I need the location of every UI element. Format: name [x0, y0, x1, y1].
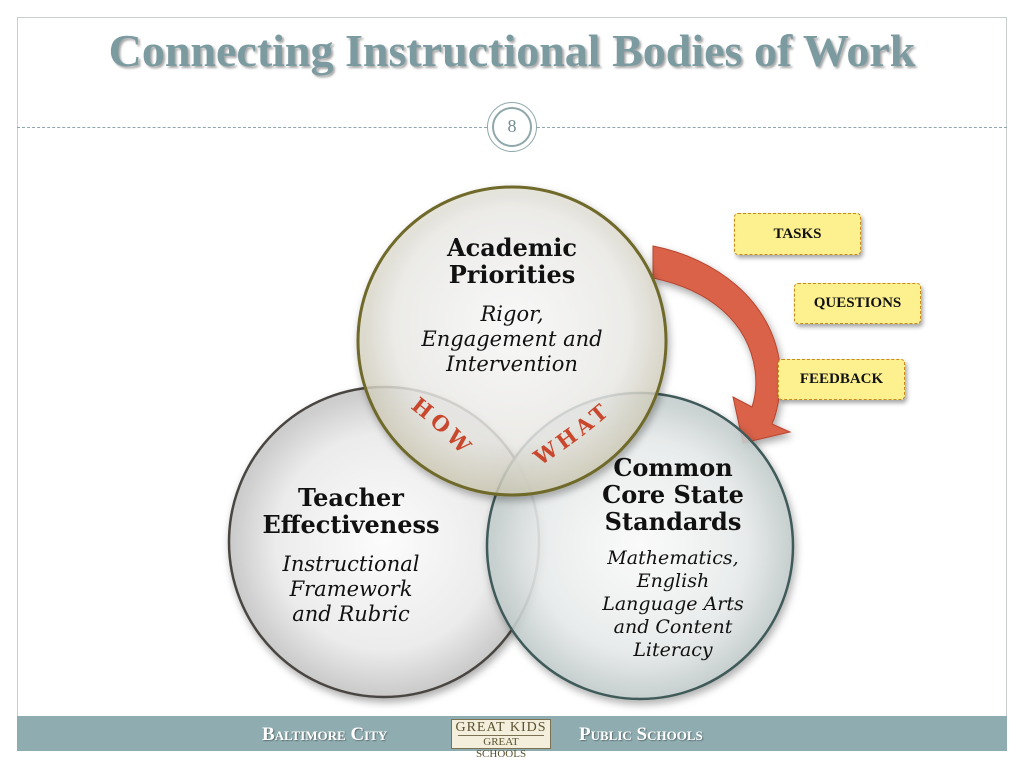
- logo-line-2: GREAT SCHOOLS: [458, 735, 544, 760]
- academic-sub-2: Engagement and: [421, 327, 603, 351]
- great-kids-logo: GREAT KIDS GREAT SCHOOLS: [451, 719, 551, 760]
- ccss-sub-5: Literacy: [633, 639, 713, 661]
- footer-bar: Baltimore City GREAT KIDS GREAT SCHOOLS …: [17, 716, 1007, 760]
- ccss-heading-2: Core State: [602, 480, 744, 509]
- page-number-badge: 8: [487, 102, 537, 152]
- title-divider-right: [537, 127, 1007, 128]
- feedback-tag: FEEDBACK: [778, 359, 905, 400]
- slide-title: Connecting Instructional Bodies of Work: [108, 25, 916, 76]
- footer-left-text: Baltimore City: [262, 724, 388, 745]
- ccss-sub-1: Mathematics,: [607, 547, 739, 569]
- academic-heading-1: Academic: [447, 233, 577, 262]
- footer-right-text: Public Schools: [579, 724, 703, 745]
- cycle-arrow: [652, 245, 792, 444]
- academic-sub-3: Intervention: [446, 352, 578, 376]
- teacher-sub-1: Instructional: [282, 552, 420, 576]
- questions-tag: QUESTIONS: [794, 283, 921, 324]
- teacher-sub-2: Framework: [289, 577, 413, 601]
- academic-sub-1: Rigor,: [480, 302, 544, 326]
- ccss-heading-3: Standards: [604, 507, 742, 536]
- academic-circle: [356, 185, 668, 497]
- page-number: 8: [492, 107, 532, 147]
- teacher-sub-3: and Rubric: [292, 602, 410, 626]
- ccss-heading-1: Common: [613, 453, 733, 482]
- ccss-sub-4: and Content: [613, 616, 733, 638]
- logo-line-1: GREAT KIDS: [455, 720, 547, 735]
- tasks-tag: TASKS: [734, 213, 861, 255]
- title-divider-left: [17, 127, 487, 128]
- academic-heading-2: Priorities: [448, 260, 576, 289]
- teacher-heading-1: Teacher: [298, 483, 404, 512]
- ccss-sub-3: Language Arts: [602, 593, 744, 615]
- ccss-sub-2: English: [636, 570, 710, 592]
- teacher-heading-2: Effectiveness: [262, 510, 440, 539]
